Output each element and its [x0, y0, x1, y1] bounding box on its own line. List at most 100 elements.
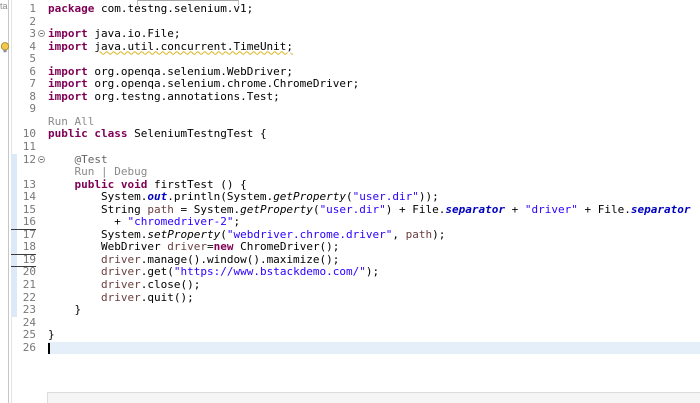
code-lens-link[interactable]: |	[94, 165, 115, 179]
code-row[interactable]: 8 import org.testng.annotations.Test;	[11, 89, 700, 104]
code-line[interactable]: import java.util.concurrent.TimeUnit;	[48, 40, 700, 54]
gutter-cell: 13	[11, 177, 48, 192]
gutter-cell: 11	[11, 140, 48, 154]
warning-quickfix-icon[interactable]	[0, 42, 10, 53]
code-line[interactable]: }	[48, 328, 700, 342]
line-number[interactable]: 19	[11, 253, 36, 267]
code-lens-row[interactable]: Run All	[11, 114, 700, 129]
code-row[interactable]: 18 WebDriver driver=new ChromeDriver();	[11, 241, 700, 254]
code-row[interactable]: 22 driver.quit();	[11, 290, 700, 305]
line-number[interactable]: 18	[11, 241, 36, 254]
line-number[interactable]: 14	[22, 190, 36, 204]
line-number[interactable]: 1	[29, 2, 36, 15]
code-line[interactable]	[48, 103, 700, 116]
code-line[interactable]: Run All	[48, 114, 700, 129]
code-line[interactable]	[48, 141, 700, 154]
code-row[interactable]: 14 System.out.println(System.getProperty…	[11, 190, 700, 204]
code-row[interactable]: 16 + "chromedriver-2";	[11, 216, 700, 229]
code-line[interactable]: + "chromedriver-2";	[48, 216, 700, 229]
line-number[interactable]: 8	[29, 89, 36, 103]
code-row[interactable]: 12 @Test	[11, 152, 700, 167]
token-sm: getProperty	[273, 190, 347, 204]
code-line[interactable]: }	[48, 303, 700, 317]
code-row[interactable]: 20 driver.get("https://www.bstackdemo.co…	[11, 266, 700, 279]
line-number[interactable]: 3	[29, 27, 36, 41]
code-line[interactable]: driver.quit();	[48, 291, 700, 305]
line-number[interactable]: 16	[11, 216, 36, 229]
code-row[interactable]: 6 import org.openqa.selenium.WebDriver;	[11, 64, 700, 79]
line-number[interactable]: 15	[22, 202, 36, 216]
code-line[interactable]: package com.testng.selenium.v1;	[48, 2, 700, 16]
code-line[interactable]: driver.manage().window().maximize();	[48, 253, 700, 267]
line-number[interactable]: 22	[22, 290, 36, 304]
code-line[interactable]: System.setProperty("webdriver.chrome.dri…	[48, 228, 700, 242]
line-number[interactable]: 7	[29, 77, 36, 91]
line-number[interactable]: 11	[22, 140, 36, 154]
code-line[interactable]: System.out.println(System.getProperty("u…	[48, 190, 700, 204]
line-number[interactable]: 12	[22, 152, 36, 166]
code-row[interactable]: 15 String path = System.getProperty("use…	[11, 202, 700, 217]
code-row[interactable]: 5	[11, 53, 700, 66]
code-line[interactable]: import java.io.File;	[48, 27, 700, 41]
code-line[interactable]	[48, 317, 700, 330]
code-lens-link[interactable]: Run All	[48, 114, 95, 128]
line-number[interactable]: 5	[29, 52, 36, 66]
fold-collapse-icon[interactable]	[36, 154, 48, 167]
code-row[interactable]: 11	[11, 140, 700, 154]
code-row[interactable]: 10 public class SeleniumTestngTest {	[11, 128, 700, 141]
line-number[interactable]: 24	[22, 315, 36, 329]
code-row[interactable]: 3 import java.io.File;	[11, 27, 700, 41]
code-line[interactable]: driver.close();	[48, 278, 700, 292]
code-row[interactable]: 4 import java.util.concurrent.TimeUnit;	[11, 39, 700, 54]
code-line[interactable]: import org.testng.annotations.Test;	[48, 90, 700, 104]
code-row[interactable]: 13 public void firstTest () {	[11, 177, 700, 192]
line-number[interactable]: 10	[22, 127, 36, 141]
code-line[interactable]: String path = System.getProperty("user.d…	[48, 202, 700, 217]
line-number[interactable]: 26	[22, 340, 36, 354]
code-line[interactable]: Run | Debug	[48, 165, 700, 179]
line-number[interactable]: 23	[22, 303, 36, 317]
text-cursor	[48, 342, 50, 354]
line-number[interactable]: 9	[29, 102, 36, 116]
code-row[interactable]: 25}	[11, 328, 700, 342]
code-line[interactable]: WebDriver driver=new ChromeDriver();	[48, 241, 700, 254]
code-row[interactable]: 1 package com.testng.selenium.v1;	[11, 2, 700, 16]
token-ann: @Test	[74, 152, 108, 166]
line-number[interactable]: 17	[22, 227, 36, 241]
code-row[interactable]: 23 }	[11, 303, 700, 317]
code-row[interactable]: 9	[11, 103, 700, 116]
line-number[interactable]: 25	[22, 328, 36, 342]
code-row[interactable]: 19 driver.manage().window().maximize();	[11, 253, 700, 267]
code-line[interactable]: public void firstTest () {	[48, 178, 700, 192]
code-line[interactable]: driver.get("https://www.bstackdemo.com/"…	[48, 266, 700, 279]
code-lens-link[interactable]: Run	[74, 165, 95, 179]
code-line[interactable]: import org.openqa.selenium.chrome.Chrome…	[48, 78, 700, 91]
line-number[interactable]: 6	[29, 64, 36, 78]
line-number[interactable]: 21	[22, 278, 36, 292]
code-lens-link[interactable]: Debug	[114, 165, 148, 179]
token-pl: + File.	[577, 202, 631, 216]
line-number[interactable]: 20	[22, 265, 36, 279]
code-lens-row[interactable]: Run | Debug	[11, 165, 700, 179]
code-line[interactable]	[48, 341, 700, 355]
fold-column	[36, 266, 48, 279]
code-row[interactable]: 17 System.setProperty("webdriver.chrome.…	[11, 227, 700, 242]
gutter-cell: 23	[11, 304, 48, 317]
code-row[interactable]: 2	[11, 14, 700, 29]
lightbulb-warning-icon	[0, 42, 10, 53]
token-pl: ChromeDriver();	[233, 240, 340, 254]
line-number[interactable]: 2	[29, 14, 36, 28]
fold-collapse-icon[interactable]	[36, 28, 48, 41]
line-number[interactable]: 13	[22, 177, 36, 191]
code-line[interactable]: @Test	[48, 152, 700, 167]
code-row[interactable]: 21 driver.close();	[11, 278, 700, 292]
token-pl: org.openqa.selenium.chrome.ChromeDriver;	[87, 77, 360, 91]
code-row[interactable]: 7 import org.openqa.selenium.chrome.Chrom…	[11, 78, 700, 91]
code-line[interactable]: import org.openqa.selenium.WebDriver;	[48, 65, 700, 79]
code-row[interactable]: 26	[11, 340, 700, 355]
line-number[interactable]: 4	[29, 39, 36, 53]
code-line[interactable]: public class SeleniumTestngTest {	[48, 128, 700, 141]
token-pl	[48, 253, 101, 266]
code-row[interactable]: 24	[11, 315, 700, 330]
